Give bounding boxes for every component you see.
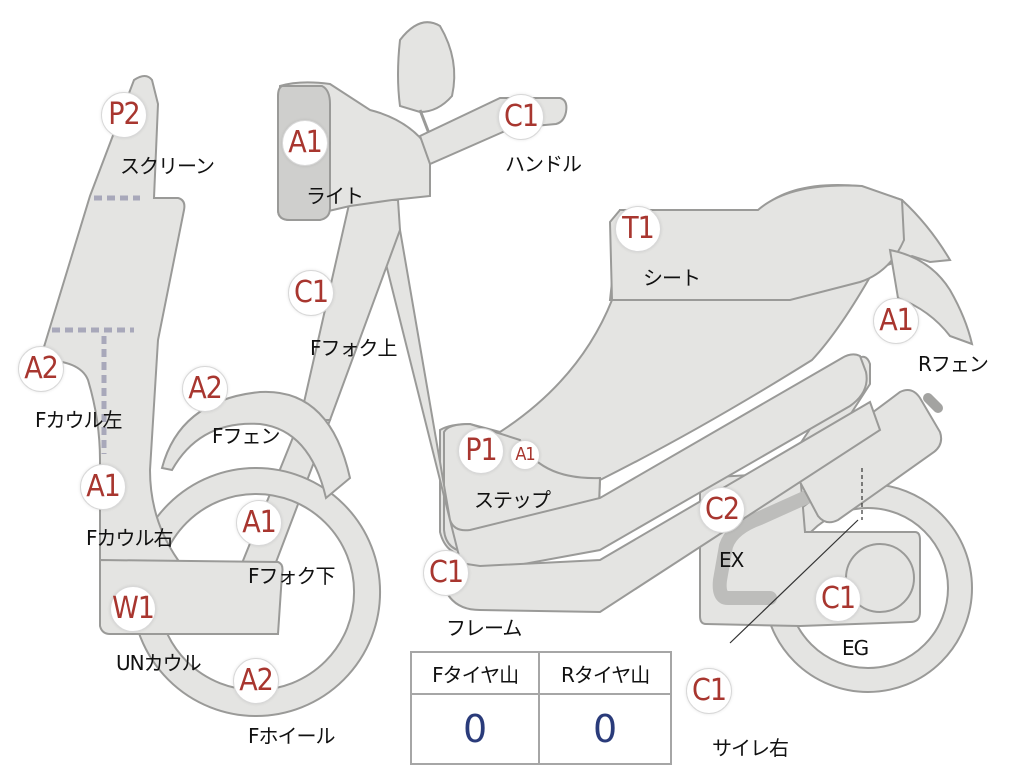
- front-cowl-shape: [38, 75, 186, 567]
- tire-value-row: 0 0: [409, 693, 672, 765]
- exhaust-grade-badge[interactable]: C2: [699, 487, 745, 533]
- f-fender-grade-badge[interactable]: A2: [182, 366, 228, 412]
- r-fender-grade-badge[interactable]: A1: [873, 298, 919, 344]
- handle-grade-badge[interactable]: C1: [498, 94, 544, 140]
- silencer-right-label: サイレ右: [712, 736, 789, 760]
- front-tire-header: Fタイヤ山: [409, 651, 541, 695]
- under-cowl-grade-badge[interactable]: W1: [110, 586, 156, 632]
- f-cowl-left-label: Fカウル左: [35, 408, 123, 432]
- screen-grade-badge[interactable]: P2: [101, 92, 147, 138]
- fork-lower-label: Fフォク下: [248, 564, 336, 588]
- rear-fender-shape: [888, 248, 974, 346]
- fork-upper-label: Fフォク上: [310, 336, 398, 360]
- f-wheel-label: Fホイール: [248, 724, 336, 748]
- fork-lower-grade-badge[interactable]: A1: [236, 500, 282, 546]
- f-cowl-right-label: Fカウル右: [86, 526, 174, 550]
- muffler-tip: [923, 393, 943, 413]
- seat-grade-badge[interactable]: T1: [615, 206, 661, 252]
- engine-grade-badge[interactable]: C1: [815, 576, 861, 622]
- handle-label: ハンドル: [505, 152, 582, 176]
- f-cowl-right-grade-badge[interactable]: A1: [80, 464, 126, 510]
- step-grade-badge[interactable]: P1: [458, 428, 504, 474]
- frame-grade-badge[interactable]: C1: [423, 550, 469, 596]
- light-label: ライト: [306, 184, 364, 208]
- engine-label: EG: [842, 636, 869, 660]
- step-secondary-grade-badge[interactable]: A1: [510, 440, 540, 470]
- exhaust-pipe: [712, 475, 847, 605]
- silencer-right-grade-badge[interactable]: C1: [686, 668, 732, 714]
- under-cowl-label: UNカウル: [116, 651, 202, 675]
- rear-tire-value[interactable]: 0: [538, 693, 672, 765]
- fork-upper-grade-badge[interactable]: C1: [288, 270, 334, 316]
- light-grade-badge[interactable]: A1: [282, 120, 328, 166]
- tire-header-row: Fタイヤ山 Rタイヤ山: [409, 651, 672, 695]
- f-fender-label: Fフェン: [212, 424, 281, 448]
- step-label: ステップ: [474, 488, 551, 512]
- screen-label: スクリーン: [120, 154, 215, 178]
- seat-label: シート: [643, 266, 701, 290]
- r-fender-label: Rフェン: [918, 352, 989, 376]
- frame-label: フレーム: [446, 616, 522, 640]
- f-cowl-left-grade-badge[interactable]: A2: [18, 346, 64, 392]
- seat-shape: [608, 184, 906, 301]
- front-tire-value[interactable]: 0: [409, 693, 541, 765]
- rear-tire-header: Rタイヤ山: [538, 651, 672, 695]
- tire-tread-table: Fタイヤ山 Rタイヤ山 0 0: [409, 651, 672, 765]
- mirror-shape: [397, 21, 456, 114]
- f-wheel-grade-badge[interactable]: A2: [233, 658, 279, 704]
- exhaust-label: EX: [719, 548, 744, 572]
- silencer-callout-line: [729, 519, 859, 644]
